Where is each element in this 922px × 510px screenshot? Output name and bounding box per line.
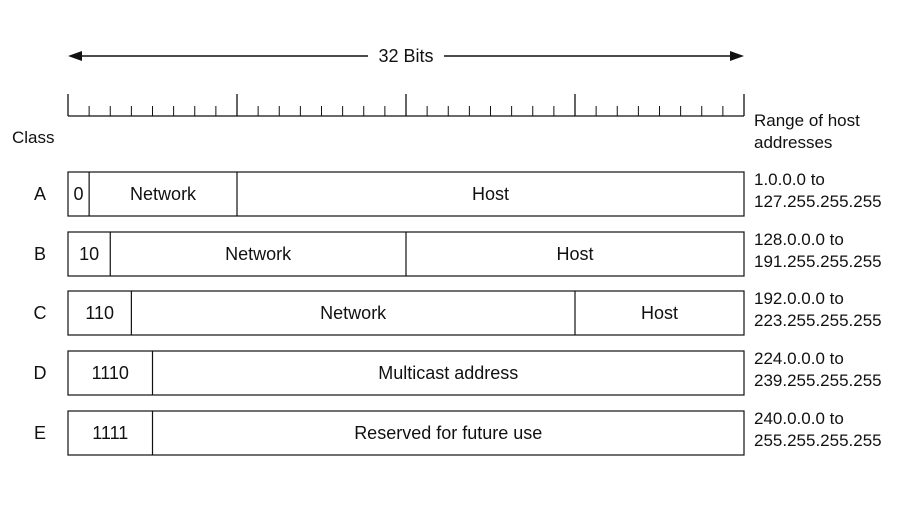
class-row-c: C 110 Network Host 192.0.0.0 to 223.255.255.2… [34, 289, 882, 336]
bit-width-arrow: 32 Bits [68, 46, 744, 66]
class-letter: B [34, 244, 46, 264]
field-label: Network [130, 184, 197, 204]
class-letter: E [34, 423, 46, 443]
range-end: 239.255.255.255 [754, 371, 882, 390]
field-label: 10 [79, 244, 99, 264]
field-label: 0 [74, 184, 84, 204]
address-box [67, 171, 745, 217]
class-letter: A [34, 184, 46, 204]
range-start: 224.0.0.0 to [754, 349, 844, 368]
field-label: Host [556, 244, 593, 264]
class-letter: C [34, 303, 47, 323]
range-end: 223.255.255.255 [754, 311, 882, 330]
field-label: Host [641, 303, 678, 323]
field-label: Reserved for future use [354, 423, 542, 443]
field-label: 1110 [92, 363, 129, 383]
field-label: 110 [85, 303, 114, 323]
range-end: 255.255.255.255 [754, 431, 882, 450]
class-letter: D [34, 363, 47, 383]
arrow-head-left [68, 51, 82, 61]
range-start: 1.0.0.0 to [754, 170, 825, 189]
field-label: Network [320, 303, 387, 323]
range-header-line-1: Range of host [754, 111, 860, 130]
field-label: Network [225, 244, 292, 264]
field-label: 1111 [92, 423, 128, 443]
range-header-line-2: addresses [754, 133, 832, 152]
range-start: 192.0.0.0 to [754, 289, 844, 308]
address-box [67, 410, 745, 456]
class-header: Class [12, 128, 55, 147]
range-end: 127.255.255.255 [754, 192, 882, 211]
range-end: 191.255.255.255 [754, 252, 882, 271]
class-row-e: E 1111 Reserved for future use 240.0.0.0 to… [34, 409, 882, 456]
range-start: 240.0.0.0 to [754, 409, 844, 428]
address-box [67, 290, 745, 336]
class-row-a: A 0 Network Host 1.0.0.0 to 127.255.255.255 [34, 170, 882, 217]
field-label: Multicast address [378, 363, 518, 383]
bits-title: 32 Bits [378, 46, 433, 66]
arrow-head-right [730, 51, 744, 61]
bit-ruler [67, 94, 745, 117]
class-row-d: D 1110 Multicast address 224.0.0.0 to 239.25… [34, 349, 882, 396]
field-label: Host [472, 184, 509, 204]
address-box [67, 350, 745, 396]
class-row-b: B 10 Network Host 128.0.0.0 to 191.255.255.25… [34, 230, 882, 277]
range-start: 128.0.0.0 to [754, 230, 844, 249]
